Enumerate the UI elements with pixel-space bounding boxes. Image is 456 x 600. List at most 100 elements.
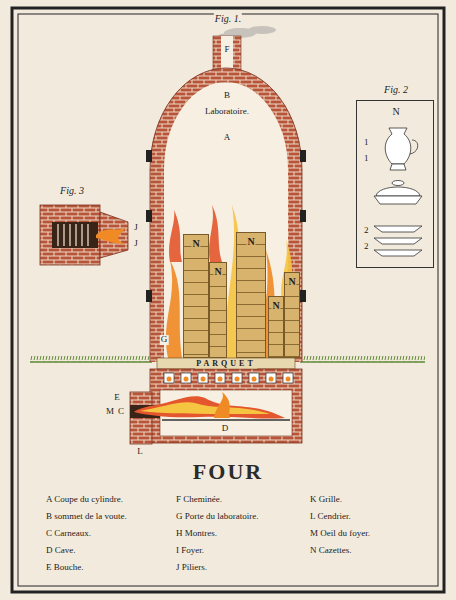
illustration-part: [63, 224, 64, 246]
part-letter: M: [105, 407, 115, 417]
illustration-part: [252, 377, 257, 382]
part-letter: D: [221, 424, 230, 434]
illustration-part: [169, 210, 182, 262]
illustration-part: [167, 377, 172, 382]
illustration-part: [235, 377, 240, 382]
callout-letter: N: [246, 236, 255, 247]
illustration-part: [52, 222, 98, 248]
illustration-part: [201, 377, 206, 382]
illustration-part: [157, 75, 295, 362]
key-entry: D Cave.: [46, 546, 76, 556]
illustration-part: [374, 250, 422, 256]
illustration-part: [300, 290, 306, 302]
illustration-part: [300, 150, 306, 162]
callout-letter: 1: [363, 138, 370, 148]
key-entry: B sommet de la voute.: [46, 512, 127, 522]
figure-heading: Fig. 2: [383, 84, 409, 95]
key-entry: G Porte du laboratoire.: [176, 512, 258, 522]
illustration-part: [167, 377, 291, 382]
illustration-part: [162, 419, 290, 421]
illustration-part: [57, 224, 58, 246]
callout-letter: N: [213, 266, 222, 277]
callout-letter: N: [191, 238, 200, 249]
saggar-stack: N: [268, 296, 284, 358]
part-letter: A: [223, 133, 232, 143]
illustration-part: [215, 373, 225, 383]
key-entry: E Bouche.: [46, 563, 84, 573]
key-entry: F Cheminée.: [176, 495, 222, 505]
part-letter: B: [223, 91, 231, 101]
illustration-part: [300, 356, 425, 362]
illustration-part: [69, 224, 70, 246]
part-letter: F: [223, 45, 230, 55]
illustration-part: [410, 140, 418, 154]
figure-panel: Fig. 2N1122: [356, 100, 434, 268]
illustration-part: [18, 14, 438, 586]
illustration-part: [146, 210, 152, 222]
key-entry: H Montres.: [176, 529, 217, 539]
illustration-part: [58, 224, 88, 246]
illustration-part: [300, 361, 425, 363]
callout-letter: N: [271, 300, 280, 311]
illustration-part: [30, 356, 152, 362]
illustration-part: [249, 373, 259, 383]
part-letter: J: [133, 239, 139, 249]
title: FOUR: [193, 460, 263, 484]
illustration-part: [146, 150, 152, 162]
part-name: Laboratoire.: [204, 107, 250, 117]
illustration-part: [266, 373, 276, 383]
key-entry: N Cazettes.: [310, 546, 351, 556]
illustration-part: [166, 260, 182, 358]
illustration-part: [140, 402, 270, 414]
illustration-part: [374, 238, 422, 244]
callout-letter: 2: [363, 242, 370, 252]
saggar-stack: N: [183, 234, 209, 358]
saggar-stack: N: [236, 232, 266, 358]
part-letter: E: [113, 393, 121, 403]
illustration-part: [150, 68, 302, 362]
illustration-part: [218, 377, 223, 382]
illustration-part: [214, 392, 230, 418]
part-letter: C: [117, 407, 125, 417]
illustration-part: [232, 373, 242, 383]
illustration-part: [40, 205, 100, 265]
figure-heading: Fig. 1.: [214, 13, 242, 24]
figure-heading: Fig. 3: [59, 185, 85, 196]
illustration-part: [392, 181, 404, 186]
illustration-part: [87, 224, 88, 246]
part-letter: G: [160, 335, 169, 345]
illustration-part: [164, 373, 174, 383]
illustration-part: [269, 377, 274, 382]
illustration-part: [374, 196, 422, 204]
illustration-part: [374, 128, 422, 256]
callout-letter: 1: [363, 154, 370, 164]
floor-label: PARQUET: [195, 360, 257, 369]
illustration-part: [81, 224, 82, 246]
key-entry: K Grille.: [310, 495, 342, 505]
illustration-part: [198, 373, 208, 383]
key-entry: I Foyer.: [176, 546, 204, 556]
callout-letter: 2: [363, 226, 370, 236]
key-entry: J Piliers.: [176, 563, 207, 573]
illustration-part: [376, 187, 420, 196]
illustration-part: [248, 26, 276, 34]
illustration-part: [96, 228, 126, 244]
callout-letter: N: [391, 106, 400, 117]
key-entry: M Oeil du foyer.: [310, 529, 370, 539]
key-entry: A Coupe du cylindre.: [46, 495, 123, 505]
illustration-part: [181, 373, 191, 383]
illustration-part: [390, 164, 406, 170]
saggar-stack: N: [284, 272, 300, 358]
key-entry: C Carneaux.: [46, 529, 91, 539]
illustration-part: [286, 377, 291, 382]
part-letter: J: [133, 223, 139, 233]
illustration-part: [75, 224, 76, 246]
callout-letter: N: [287, 276, 296, 287]
illustration-part: [283, 373, 293, 383]
key-entry: L Cendrier.: [310, 512, 351, 522]
illustration-part: [166, 205, 294, 358]
illustration-part: [184, 377, 189, 382]
illustration-part: [374, 226, 422, 232]
illustration-part: [134, 396, 285, 418]
